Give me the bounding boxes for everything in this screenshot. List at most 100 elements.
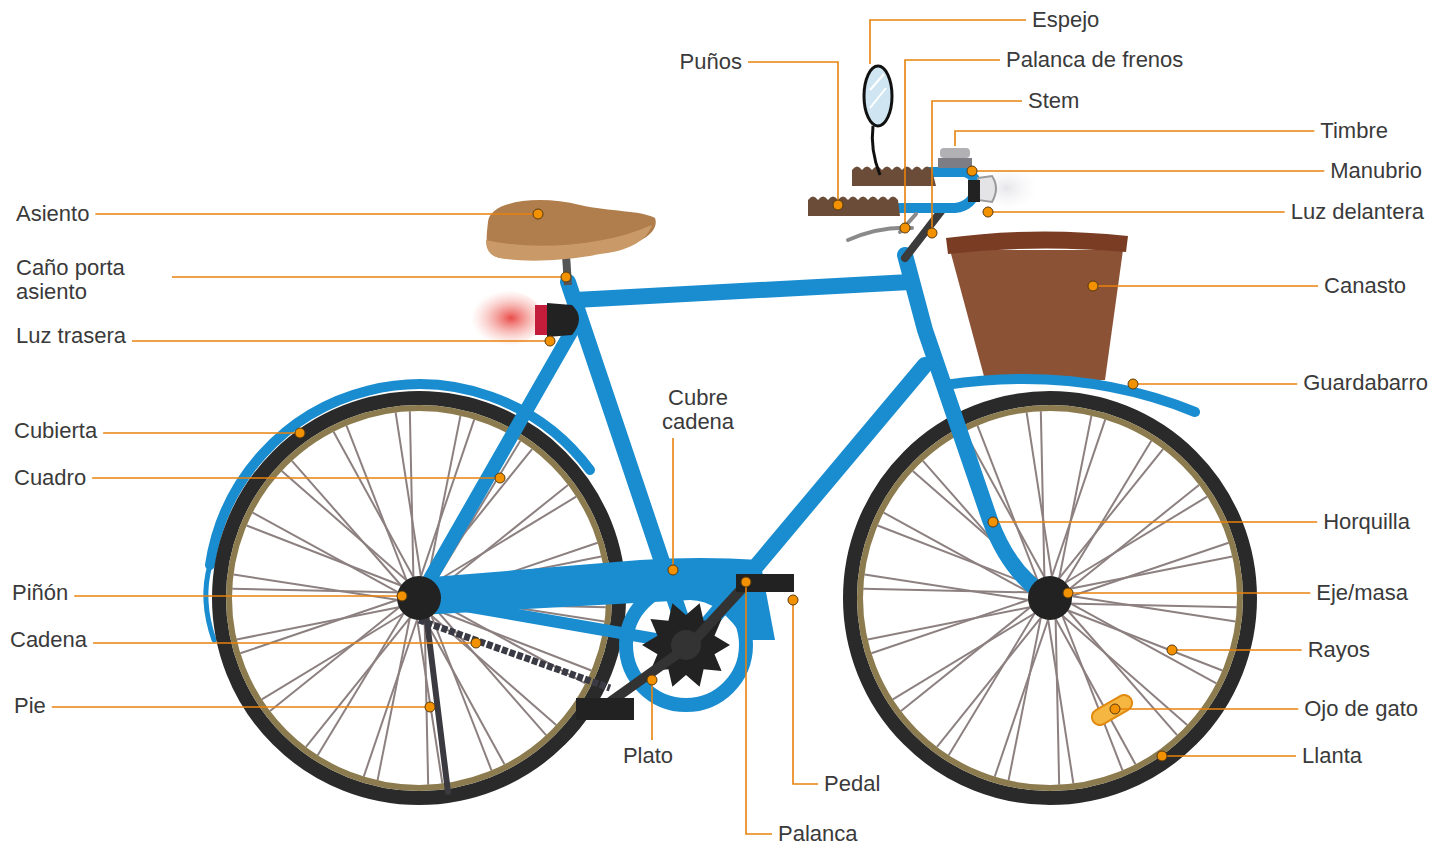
kickstand — [425, 605, 448, 792]
spoke — [378, 612, 411, 780]
leader-dot — [647, 675, 657, 685]
part-label: Luz delantera — [1291, 200, 1424, 224]
leader-dot — [1110, 704, 1120, 714]
part-label: Plato — [623, 744, 673, 768]
leader-dot — [788, 595, 798, 605]
part-label: Guardabarro — [1303, 371, 1428, 395]
spoke — [1053, 614, 1136, 765]
leader-dot — [425, 702, 435, 712]
spoke — [347, 426, 409, 586]
leader-line — [748, 62, 838, 205]
part-label: Canasto — [1324, 274, 1406, 298]
part-label: Timbre — [1320, 119, 1388, 143]
part-label: Asiento — [16, 202, 89, 226]
pedal-back — [576, 698, 634, 720]
spoke — [1060, 610, 1122, 770]
leader-line — [905, 60, 1000, 228]
spoke — [1047, 614, 1073, 784]
spoke — [1058, 416, 1091, 584]
leader-dot — [988, 517, 998, 527]
spoke — [433, 606, 546, 735]
leader-dot — [741, 577, 751, 587]
leader-dot — [1088, 281, 1098, 291]
leader-line — [172, 276, 566, 278]
spoke — [1064, 606, 1177, 735]
part-label: Eje/masa — [1316, 581, 1408, 605]
leader-line — [1133, 383, 1297, 385]
part-label: Llanta — [1302, 744, 1362, 768]
leader-dot — [561, 272, 571, 282]
leader-line — [93, 642, 476, 644]
spoke — [292, 461, 405, 590]
part-label: Palanca — [778, 822, 858, 846]
rear-light-glow — [463, 290, 543, 346]
part-label: Espejo — [1032, 8, 1099, 32]
leader-dot — [1157, 751, 1167, 761]
front-hub — [1028, 576, 1072, 620]
brake-lever-arm — [900, 214, 916, 232]
spokes-group — [232, 411, 1237, 785]
leader-dot — [967, 166, 977, 176]
part-label: Rayos — [1308, 638, 1370, 662]
front-light-body — [978, 176, 996, 202]
spoke — [949, 608, 1038, 755]
mirror — [864, 66, 892, 126]
leader-line — [932, 101, 1022, 233]
spoke — [893, 610, 1040, 699]
leader-dot — [668, 565, 678, 575]
mirror-arm — [872, 126, 880, 175]
bottom-bracket — [671, 630, 701, 660]
part-label: Pedal — [824, 772, 880, 796]
leader-dot — [983, 207, 993, 217]
spoke — [864, 575, 1034, 601]
leader-dot — [397, 591, 407, 601]
spoke — [1060, 497, 1207, 586]
top-tube — [575, 282, 910, 300]
leader-line — [870, 20, 1026, 64]
leader-dot — [295, 428, 305, 438]
part-label: Horquilla — [1323, 510, 1410, 534]
leader-line — [95, 213, 538, 215]
front-tyre — [850, 398, 1250, 798]
frame — [419, 255, 1050, 645]
spoke — [1009, 612, 1042, 780]
part-label: Puños — [680, 50, 742, 74]
grip-upper — [852, 167, 936, 187]
spoke — [232, 589, 404, 593]
spoke — [334, 432, 417, 583]
leader-line — [746, 582, 772, 834]
spoke — [1027, 412, 1053, 582]
bell-base — [938, 158, 972, 168]
mirror-shine — [870, 74, 886, 108]
spoke — [995, 614, 1050, 777]
front-light-clamp — [968, 180, 980, 202]
spoke — [1041, 411, 1045, 583]
leader-line — [972, 170, 1324, 172]
spoke — [253, 513, 404, 596]
part-label: Luz trasera — [16, 324, 126, 348]
leader-dot — [471, 638, 481, 648]
spoke — [262, 610, 409, 699]
leader-line — [988, 211, 1285, 213]
part-label: Piñón — [12, 581, 68, 605]
leader-dot — [900, 223, 910, 233]
leader-line — [1093, 285, 1318, 287]
leader-line — [993, 521, 1317, 523]
basket — [950, 250, 1123, 380]
spoke — [1055, 613, 1059, 785]
rear-hub — [397, 576, 441, 620]
spoke — [1066, 595, 1236, 621]
part-label: Caño porta asiento — [16, 256, 166, 304]
bell-top — [940, 148, 970, 158]
part-label: Cubre cadena — [638, 386, 758, 434]
leader-line — [793, 600, 818, 784]
part-label: Manubrio — [1330, 159, 1422, 183]
basket-rim — [946, 231, 1128, 254]
spoke — [1065, 485, 1199, 593]
spoke — [1050, 419, 1105, 582]
spoke — [364, 614, 419, 777]
spoke — [1066, 543, 1229, 598]
spoke — [871, 598, 1034, 653]
